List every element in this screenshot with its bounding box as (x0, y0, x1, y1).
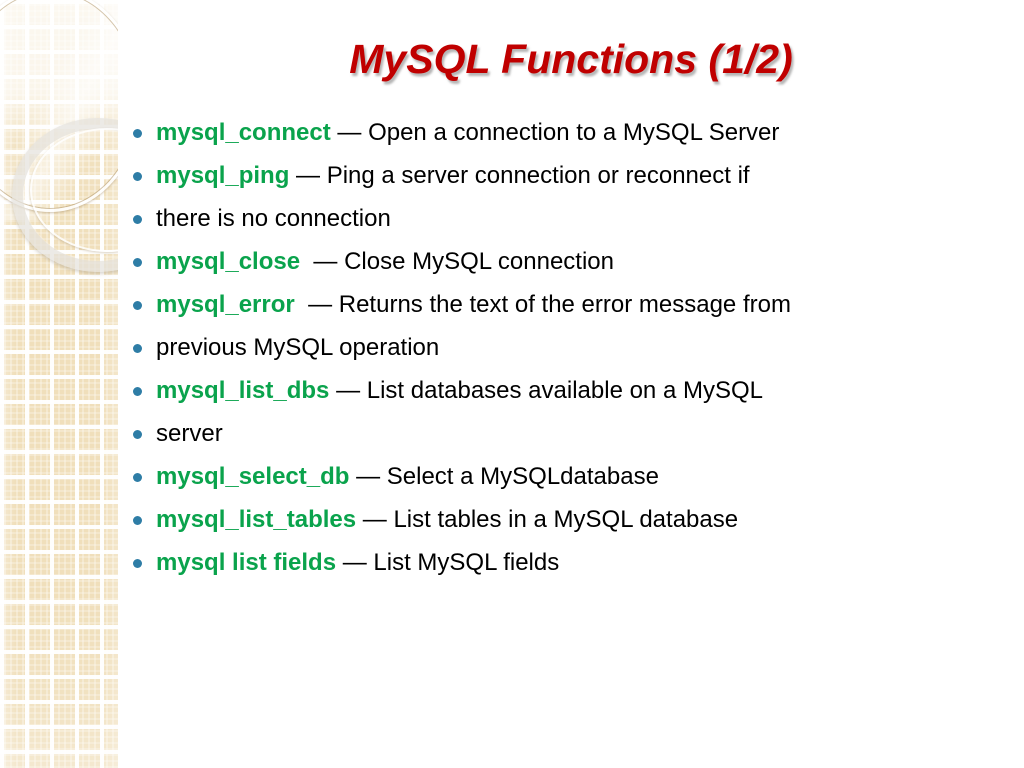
function-description: — List databases available on a MySQL (329, 377, 763, 404)
function-description: there is no connection (156, 205, 391, 232)
function-description: — Ping a server connection or reconnect … (289, 162, 750, 189)
slide-title: MySQL Functions (1/2) (349, 36, 793, 82)
list-item: mysql_list_dbs — List databases availabl… (118, 376, 1018, 419)
list-item-text: mysql_select_db — Select a MySQLdatabase (156, 462, 659, 492)
bullet-dot-icon (118, 247, 156, 277)
list-item-text: mysql_list_tables — List tables in a MyS… (156, 505, 738, 535)
function-description: — Open a connection to a MySQL Server (330, 119, 780, 146)
list-item: mysql_select_db — Select a MySQLdatabase (118, 462, 1018, 505)
list-item: there is no connection (118, 204, 1018, 247)
function-name: mysql_close (156, 248, 301, 275)
function-description: — Select a MySQLdatabase (349, 463, 659, 490)
list-item-text: there is no connection (156, 204, 391, 234)
bullet-dot-icon (118, 419, 156, 449)
function-name: mysql_ping (156, 162, 290, 189)
function-name: mysql_select_db (156, 463, 350, 490)
function-description: previous MySQL operation (156, 334, 440, 361)
list-item-text: mysql_close — Close MySQL connection (156, 247, 614, 277)
list-item: previous MySQL operation (118, 333, 1018, 376)
bullet-dot-icon (118, 118, 156, 148)
decorative-left-border (0, 0, 118, 768)
function-name: mysql_error (156, 291, 295, 318)
bullet-dot-icon (118, 462, 156, 492)
list-item: mysql list fields — List MySQL fields (118, 548, 1018, 591)
list-item: mysql_list_tables — List tables in a MyS… (118, 505, 1018, 548)
function-description: — Returns the text of the error message … (294, 291, 791, 318)
list-item: mysql_close — Close MySQL connection (118, 247, 1018, 290)
list-item: mysql_error — Returns the text of the er… (118, 290, 1018, 333)
bullet-dot-icon (118, 204, 156, 234)
list-item-text: mysql_ping — Ping a server connection or… (156, 161, 750, 191)
function-name: mysql_list_dbs (156, 377, 330, 404)
function-name: mysql_list_tables (156, 506, 357, 533)
list-item-text: mysql_error — Returns the text of the er… (156, 290, 791, 320)
list-item-text: mysql list fields — List MySQL fields (156, 548, 559, 578)
list-item: server (118, 419, 1018, 462)
function-description: — List tables in a MySQL database (356, 506, 739, 533)
bullet-list: mysql_connect — Open a connection to a M… (118, 118, 1018, 591)
function-description: — List MySQL fields (336, 549, 560, 576)
list-item-text: server (156, 419, 223, 449)
function-name: mysql list fields (156, 549, 337, 576)
bullet-dot-icon (118, 548, 156, 578)
list-item: mysql_connect — Open a connection to a M… (118, 118, 1018, 161)
function-description: — Close MySQL connection (300, 248, 615, 275)
bullet-dot-icon (118, 505, 156, 535)
bullet-dot-icon (118, 161, 156, 191)
bullet-dot-icon (118, 333, 156, 363)
list-item-text: mysql_connect — Open a connection to a M… (156, 118, 779, 148)
bullet-dot-icon (118, 290, 156, 320)
bullet-dot-icon (118, 376, 156, 406)
function-description: server (156, 420, 223, 447)
list-item: mysql_ping — Ping a server connection or… (118, 161, 1018, 204)
list-item-text: previous MySQL operation (156, 333, 439, 363)
list-item-text: mysql_list_dbs — List databases availabl… (156, 376, 763, 406)
function-name: mysql_connect (156, 119, 331, 146)
